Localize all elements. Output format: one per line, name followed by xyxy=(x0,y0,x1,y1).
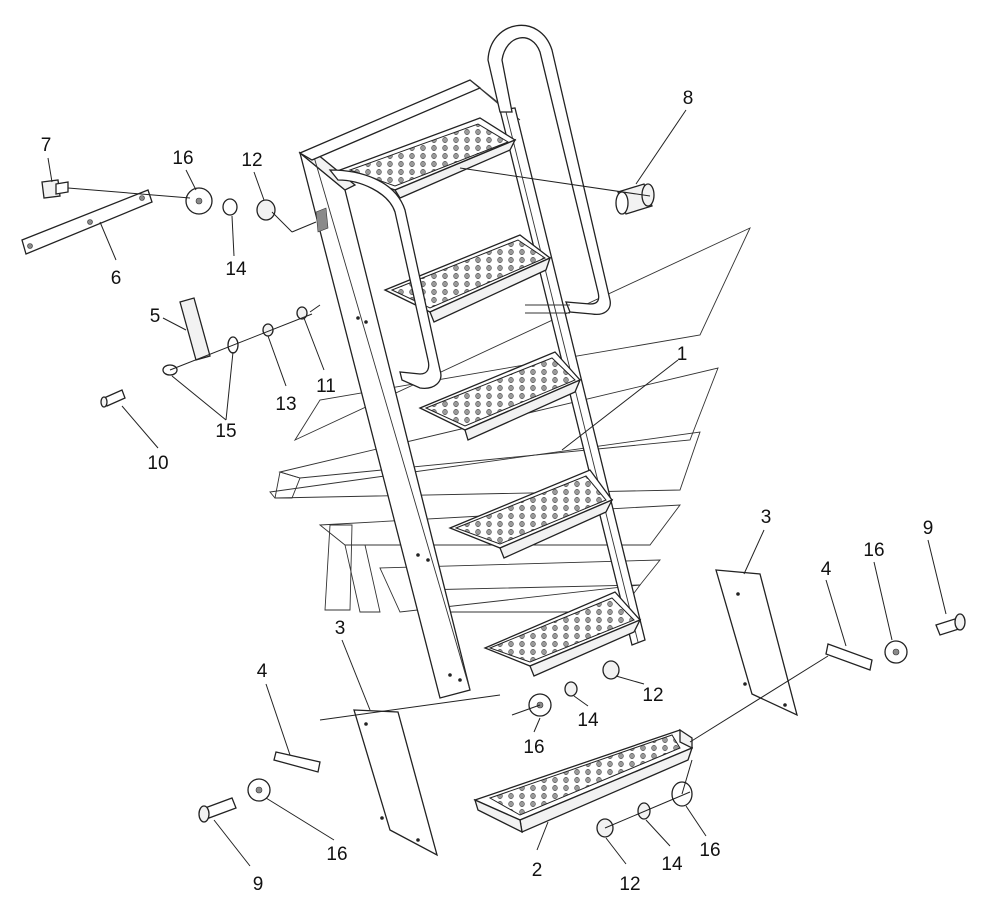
callout-16: 16 xyxy=(172,148,193,169)
callout-16: 16 xyxy=(523,737,544,758)
nut-11 xyxy=(296,306,308,320)
strip-4a xyxy=(273,751,321,773)
step-4 xyxy=(448,469,614,559)
callout-11: 11 xyxy=(316,376,336,397)
callout-14: 14 xyxy=(225,259,247,280)
lower-left-hardware xyxy=(198,709,439,857)
callout-10: 10 xyxy=(147,453,168,474)
callout-16: 16 xyxy=(699,840,720,861)
callout-labels: 7 16 12 14 6 5 13 11 15 10 8 1 3 4 16 9 … xyxy=(41,88,934,895)
bracket-plate-5 xyxy=(179,297,211,361)
mounting-strip-6 xyxy=(21,189,153,255)
callout-5: 5 xyxy=(150,306,161,327)
callout-16: 16 xyxy=(326,844,347,865)
lock-washer-14b xyxy=(564,681,578,697)
nut-12 xyxy=(256,199,276,221)
lock-washer-14 xyxy=(222,198,238,216)
strip-4b xyxy=(825,643,873,671)
callout-2: 2 xyxy=(532,860,543,881)
callout-14: 14 xyxy=(577,710,599,731)
ladder-frame-left xyxy=(298,149,471,699)
callout-4: 4 xyxy=(257,661,268,682)
callout-1: 1 xyxy=(677,344,688,365)
upper-left-hardware xyxy=(21,179,308,408)
bolt-10 xyxy=(100,389,126,408)
callout-9: 9 xyxy=(923,518,934,539)
bolt-9a xyxy=(198,797,237,823)
lower-step-hardware xyxy=(528,660,693,838)
callout-12: 12 xyxy=(619,874,640,895)
callout-12: 12 xyxy=(241,150,262,171)
side-plate-3a xyxy=(353,709,439,857)
lower-step-part-2 xyxy=(473,728,694,834)
callout-3: 3 xyxy=(335,618,346,639)
callout-14: 14 xyxy=(661,854,683,875)
handrail-left xyxy=(328,169,442,389)
step-3 xyxy=(418,351,582,441)
bolt-7 xyxy=(41,179,69,199)
nut-12b xyxy=(602,660,620,680)
callout-4: 4 xyxy=(821,559,832,580)
side-plate-3b xyxy=(715,569,798,717)
callout-12: 12 xyxy=(642,685,663,706)
callout-16: 16 xyxy=(863,540,884,561)
handrail-right xyxy=(487,24,611,316)
callout-7: 7 xyxy=(41,135,52,156)
bolt-9b xyxy=(935,613,966,636)
bushing-part-8 xyxy=(615,183,655,215)
callout-8: 8 xyxy=(683,88,694,109)
callout-9: 9 xyxy=(253,874,264,895)
callout-13: 13 xyxy=(275,394,296,415)
lower-right-hardware xyxy=(715,569,966,717)
step-5 xyxy=(483,591,642,677)
callout-15: 15 xyxy=(215,421,236,442)
callout-6: 6 xyxy=(111,268,122,289)
callout-3: 3 xyxy=(761,507,772,528)
leader-lines xyxy=(47,109,947,867)
